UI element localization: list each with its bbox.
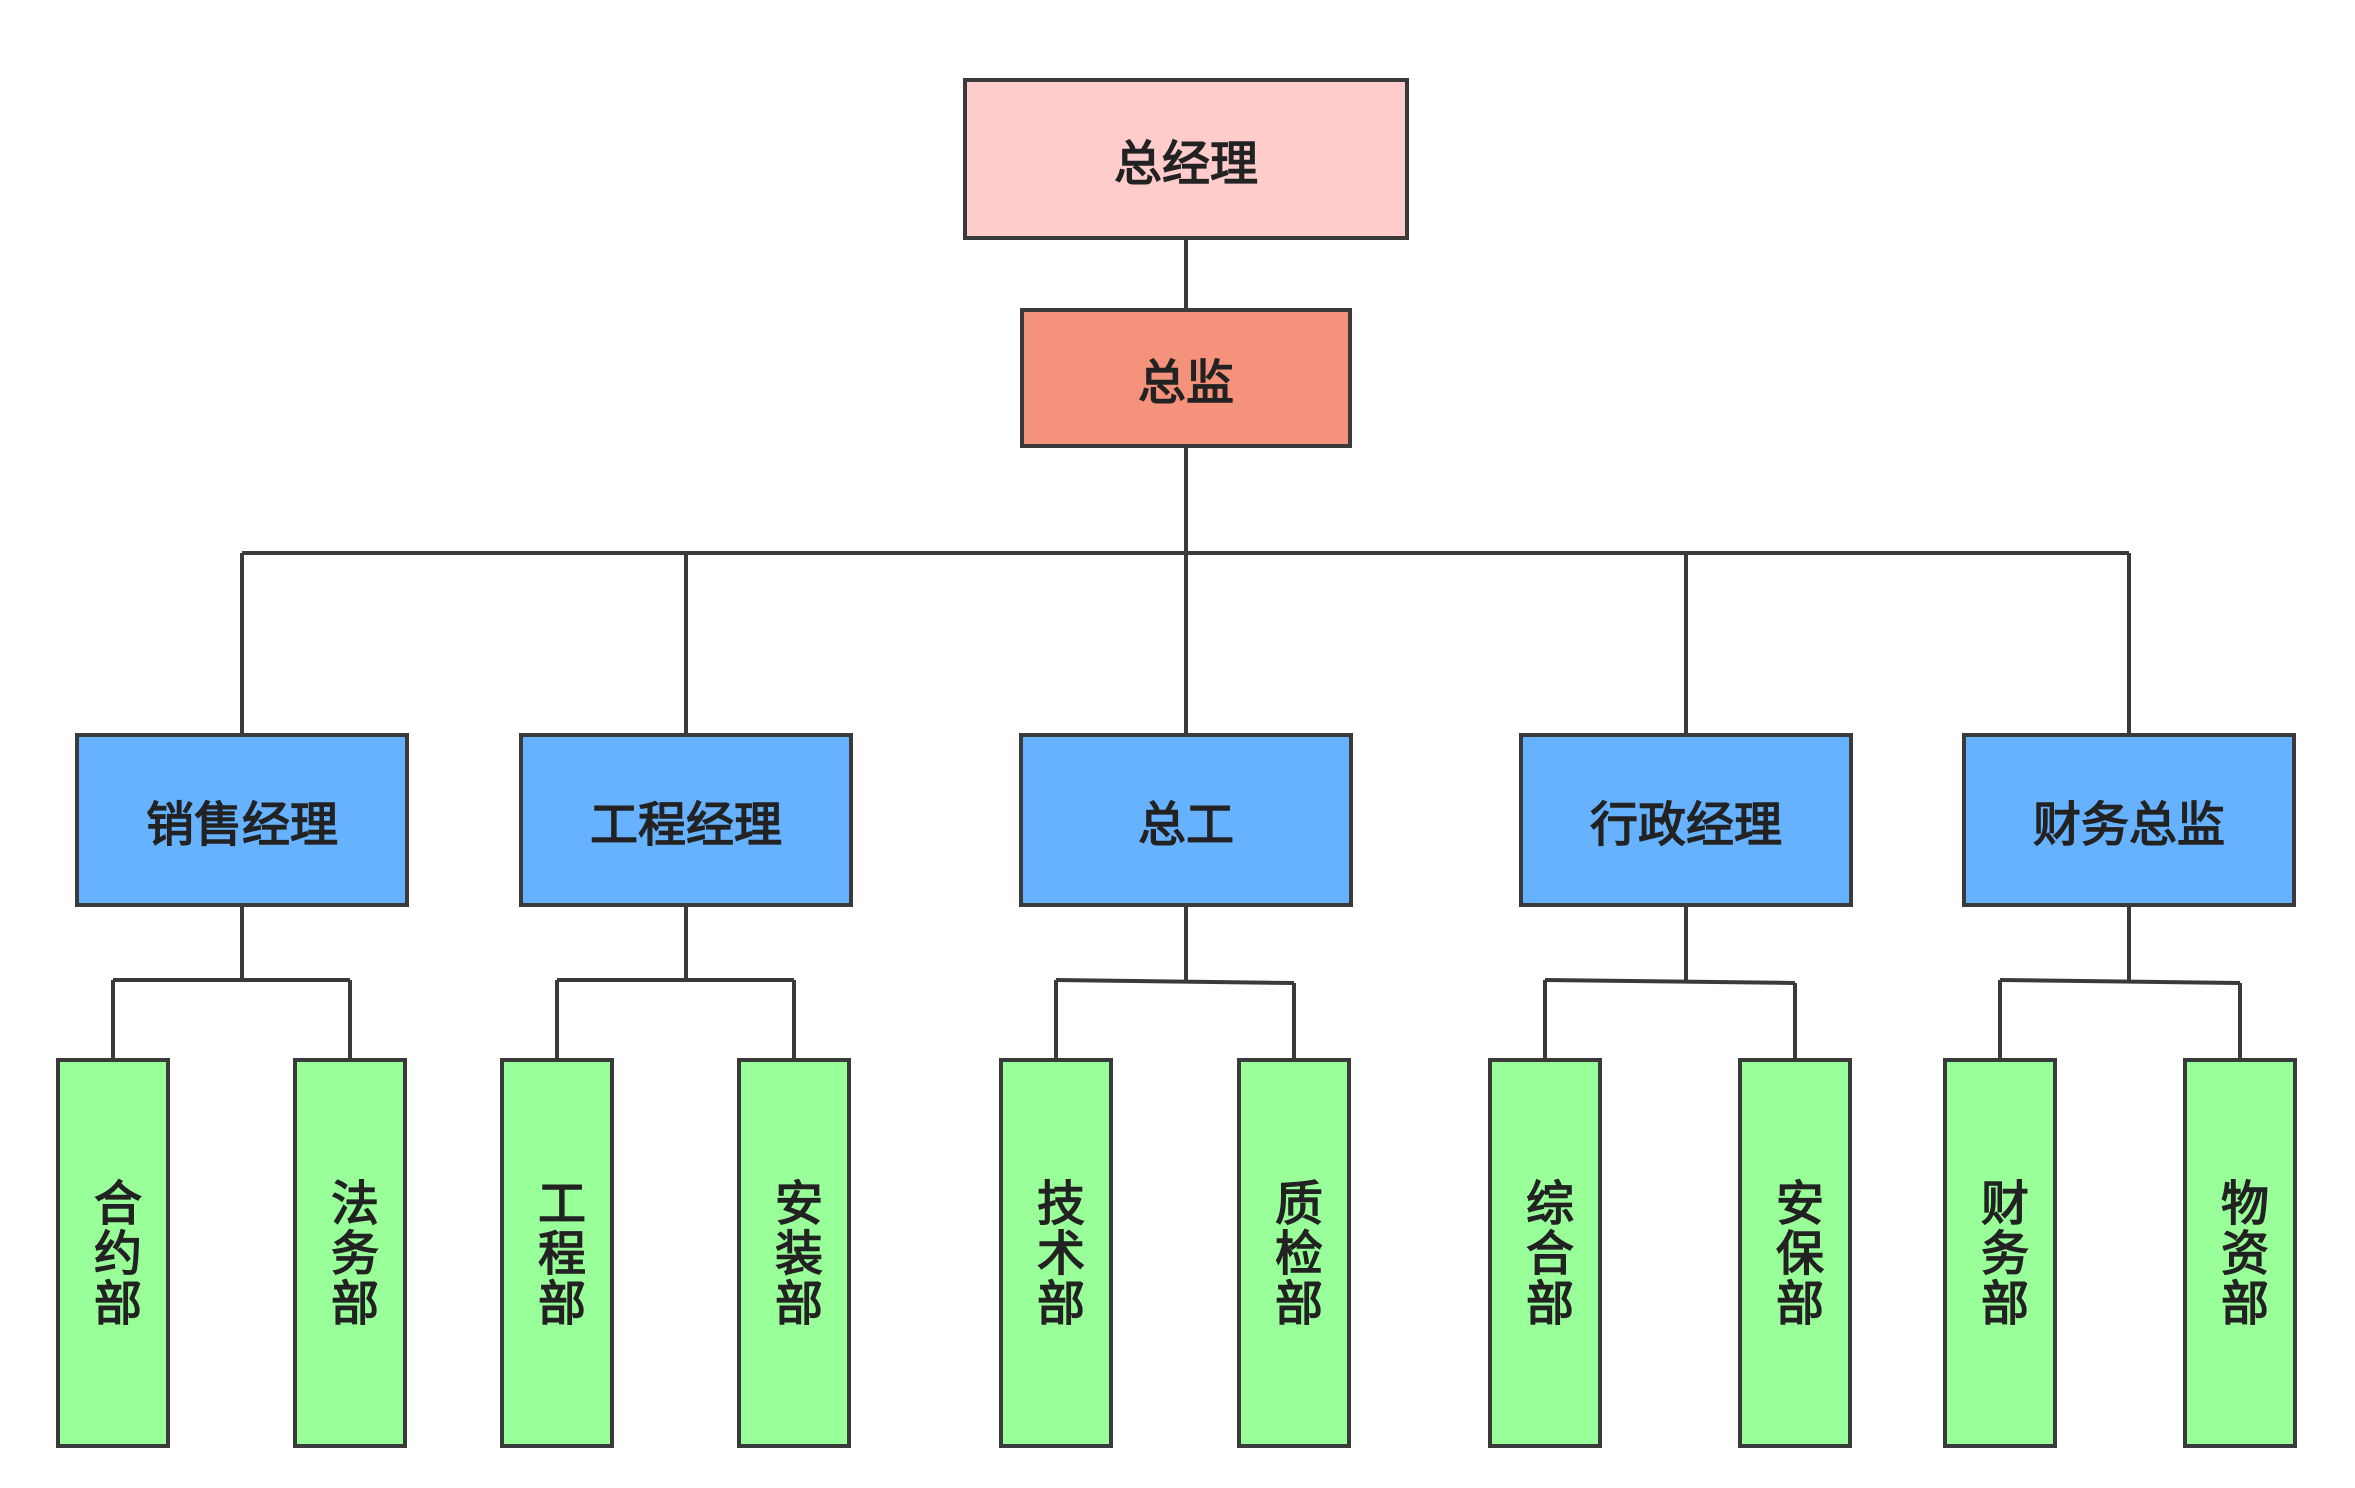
connector-admin-bus (1544, 978, 1796, 985)
department-box-legal[interactable]: 法务部 (293, 1058, 407, 1448)
department-box-quality[interactable]: 质检部 (1237, 1058, 1351, 1448)
director-label: 总监 (1137, 355, 1234, 411)
department-box-technical[interactable]: 技术部 (999, 1058, 1113, 1448)
department-label: 工程部 (529, 1178, 585, 1328)
department-label: 财务部 (1972, 1178, 2028, 1328)
department-box-installation[interactable]: 安装部 (737, 1058, 851, 1448)
manager-label: 财务总监 (2032, 797, 2225, 853)
department-label: 物资部 (2212, 1178, 2268, 1328)
manager-box-finance[interactable]: 财务总监 (1962, 733, 2296, 907)
manager-box-chief-engineer[interactable]: 总工 (1019, 733, 1353, 907)
department-label: 法务部 (322, 1178, 378, 1328)
general-manager-label: 总经理 (1113, 136, 1258, 192)
department-box-contract[interactable]: 合约部 (56, 1058, 170, 1448)
manager-label: 工程经理 (589, 797, 782, 853)
manager-label: 总工 (1137, 797, 1234, 853)
department-box-general-affairs[interactable]: 综合部 (1488, 1058, 1602, 1448)
department-label: 质检部 (1266, 1178, 1322, 1328)
general-manager-box[interactable]: 总经理 (963, 78, 1409, 240)
department-label: 安保部 (1767, 1178, 1823, 1328)
manager-box-engineering[interactable]: 工程经理 (519, 733, 853, 907)
manager-box-sales[interactable]: 销售经理 (75, 733, 409, 907)
department-label: 综合部 (1517, 1178, 1573, 1328)
department-box-materials[interactable]: 物资部 (2183, 1058, 2297, 1448)
connector-chief-bus (1055, 978, 1295, 985)
manager-label: 销售经理 (145, 797, 338, 853)
manager-box-admin[interactable]: 行政经理 (1519, 733, 1853, 907)
manager-label: 行政经理 (1589, 797, 1782, 853)
department-box-finance[interactable]: 财务部 (1943, 1058, 2057, 1448)
connector-finance-bus (1999, 978, 2241, 985)
department-label: 技术部 (1028, 1178, 1084, 1328)
director-box[interactable]: 总监 (1020, 308, 1352, 448)
department-label: 合约部 (85, 1178, 141, 1328)
department-box-engineering[interactable]: 工程部 (500, 1058, 614, 1448)
department-box-security[interactable]: 安保部 (1738, 1058, 1852, 1448)
department-label: 安装部 (766, 1178, 822, 1328)
